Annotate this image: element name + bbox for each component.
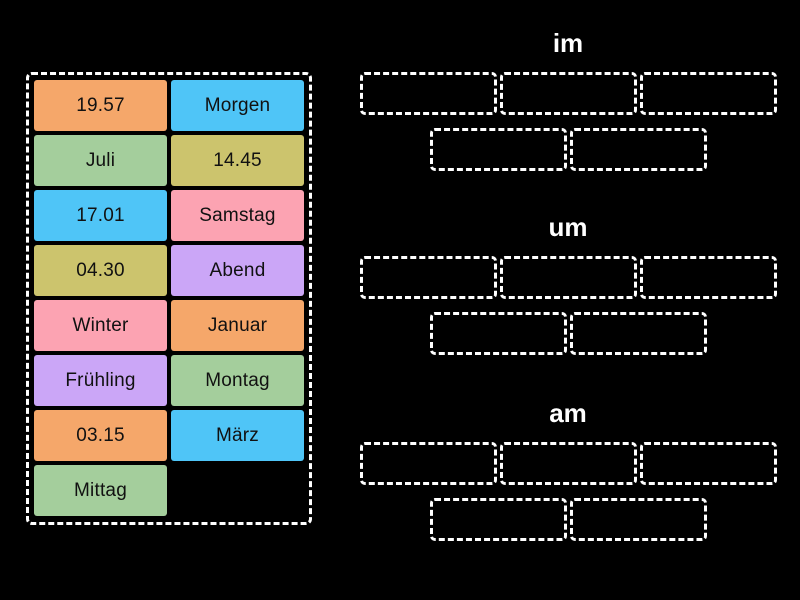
drop-slot[interactable] — [359, 256, 497, 299]
drop-slot[interactable] — [499, 442, 637, 485]
word-tile[interactable]: 17.01 — [34, 190, 167, 241]
drop-group-um: um — [336, 214, 800, 355]
drop-slot[interactable] — [639, 442, 777, 485]
drop-slot[interactable] — [569, 498, 707, 541]
drop-group-am: am — [336, 400, 800, 541]
word-tile[interactable]: Montag — [171, 355, 304, 406]
drop-slot[interactable] — [429, 312, 567, 355]
word-tile[interactable]: Morgen — [171, 80, 304, 131]
tile-empty-slot — [171, 465, 304, 516]
drop-slot[interactable] — [569, 312, 707, 355]
drop-slot-row — [336, 498, 800, 541]
zone-title-im: im — [552, 28, 584, 58]
drop-slot-row — [336, 312, 800, 355]
drop-slot-row — [336, 442, 800, 485]
word-tile[interactable]: Frühling — [34, 355, 167, 406]
zone-title-am: am — [549, 398, 587, 428]
drop-slot[interactable] — [359, 72, 497, 115]
word-tile[interactable]: Winter — [34, 300, 167, 351]
drop-slot[interactable] — [639, 256, 777, 299]
zone-title-um: um — [548, 212, 588, 242]
drop-slot-row — [336, 256, 800, 299]
drop-group-im: im — [336, 30, 800, 171]
drop-slot[interactable] — [429, 498, 567, 541]
drop-slot[interactable] — [499, 72, 637, 115]
word-tile[interactable]: Abend — [171, 245, 304, 296]
drop-slot[interactable] — [639, 72, 777, 115]
drop-slot[interactable] — [359, 442, 497, 485]
drop-slot[interactable] — [499, 256, 637, 299]
word-tile[interactable]: 14.45 — [171, 135, 304, 186]
word-tile[interactable]: 04.30 — [34, 245, 167, 296]
drop-slot[interactable] — [429, 128, 567, 171]
word-tile[interactable]: März — [171, 410, 304, 461]
word-tile[interactable]: Mittag — [34, 465, 167, 516]
word-tile[interactable]: Samstag — [171, 190, 304, 241]
drop-slot-row — [336, 72, 800, 115]
word-tile[interactable]: Januar — [171, 300, 304, 351]
drop-slot[interactable] — [569, 128, 707, 171]
word-tile[interactable]: Juli — [34, 135, 167, 186]
word-tile[interactable]: 03.15 — [34, 410, 167, 461]
drop-zones-panel: im um am — [336, 0, 800, 600]
drop-slot-row — [336, 128, 800, 171]
word-tile[interactable]: 19.57 — [34, 80, 167, 131]
